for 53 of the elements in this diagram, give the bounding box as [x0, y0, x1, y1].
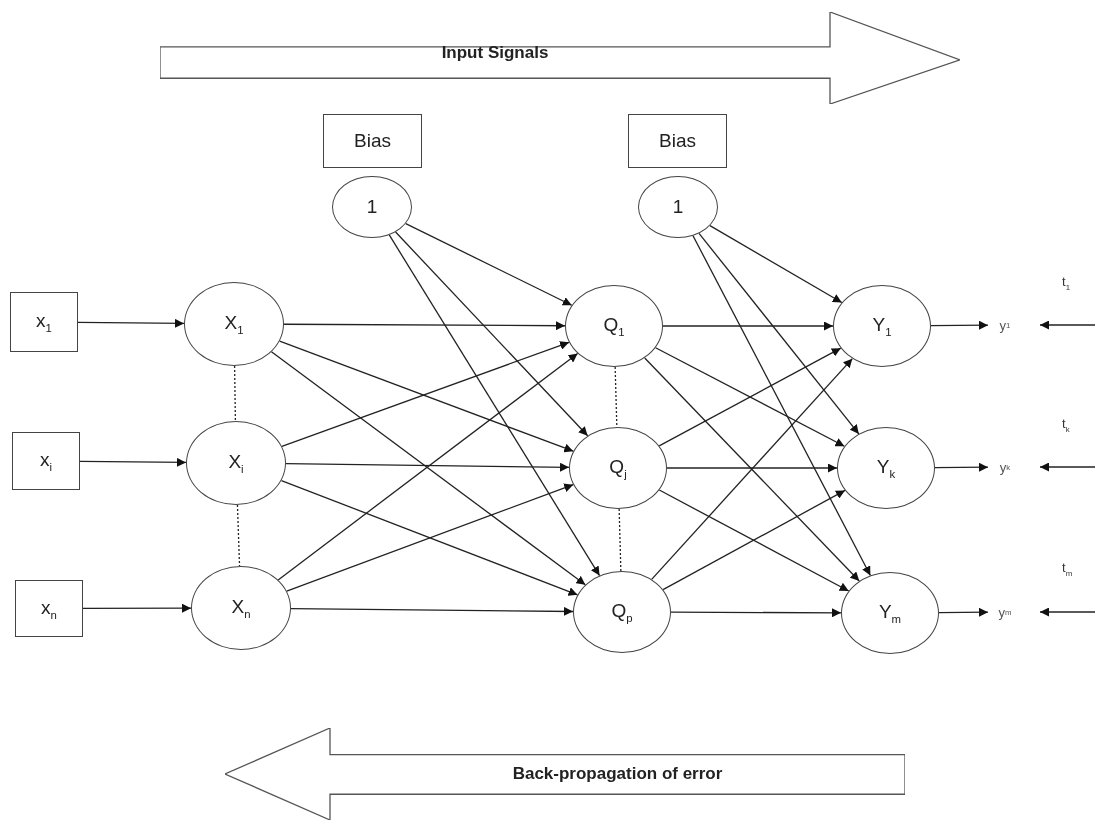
- node-label: Y$_{1}$: [872, 314, 892, 338]
- arrow: [394, 231, 589, 437]
- target-label: t$_{m}$: [1062, 560, 1073, 578]
- arrow: [662, 321, 834, 331]
- arrow: [934, 462, 989, 472]
- arrow-caption: Back-propagation of error: [512, 764, 723, 784]
- arrow: [77, 318, 185, 328]
- node-label: X$_{1}$: [224, 312, 244, 336]
- node-label: 1: [672, 196, 684, 218]
- node-label: Q$_{p}$: [611, 600, 633, 624]
- target-label: t$_{1}$: [1062, 274, 1070, 292]
- dotted-line: [614, 366, 618, 428]
- node-label: x$_{1}$: [36, 310, 52, 334]
- arrow: [709, 225, 843, 304]
- node-label: x$_{i}$: [40, 449, 52, 473]
- node-label: X$_{n}$: [231, 596, 251, 620]
- node-label: 1: [366, 196, 378, 218]
- target-label: t$_{k}$: [1062, 416, 1070, 434]
- arrow: [82, 603, 192, 613]
- bias-box: [323, 114, 422, 168]
- arrow: [698, 232, 860, 435]
- node-label: Y$_{m}$: [878, 601, 902, 625]
- arrow: [666, 463, 838, 473]
- arrow: [290, 606, 574, 616]
- dotted-line: [618, 508, 622, 572]
- arrow: [285, 462, 570, 472]
- arrow: [405, 222, 573, 306]
- input-box: [12, 432, 80, 490]
- arrow: [388, 234, 601, 577]
- node-label: X$_{i}$: [228, 451, 244, 475]
- dotted-line: [233, 365, 237, 422]
- node-label: Q$_{j}$: [609, 456, 627, 480]
- arrow: [1039, 607, 1096, 617]
- bias-neuron-circle: [332, 176, 412, 238]
- bias-neuron-circle: [638, 176, 718, 238]
- input-box: [10, 292, 78, 352]
- node-label: Y$_{k}$: [876, 456, 896, 480]
- node-label: x$_{n}$: [41, 596, 57, 621]
- node-label: Bias: [659, 130, 696, 152]
- arrow-caption: Input Signals: [441, 43, 549, 64]
- arrow: [692, 235, 872, 577]
- arrow: [1039, 462, 1096, 472]
- arrow: [283, 321, 566, 331]
- arrow: [938, 607, 989, 617]
- hidden-neuron-circle: [569, 427, 667, 509]
- bias-box: [628, 114, 727, 168]
- arrow: [930, 320, 989, 330]
- arrow: [1039, 320, 1096, 330]
- arrow: [79, 457, 187, 467]
- arrow: [670, 608, 842, 618]
- node-label: Q$_{1}$: [603, 314, 625, 338]
- node-label: Bias: [354, 130, 391, 152]
- input-box: [15, 580, 83, 637]
